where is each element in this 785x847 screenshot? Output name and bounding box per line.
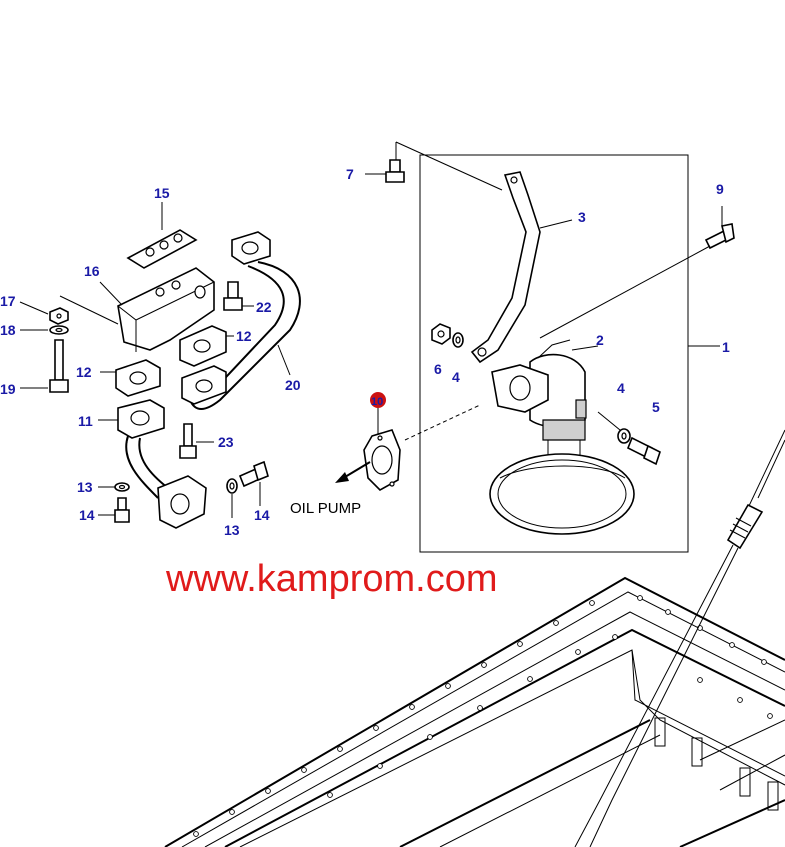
part-label-5: 5 — [652, 399, 660, 415]
part-label-10-highlight — [370, 392, 386, 408]
part-label-14b: 14 — [254, 507, 270, 523]
oil-pump-annotation: OIL PUMP — [290, 500, 361, 517]
part-label-18: 18 — [0, 322, 16, 338]
bracket-16 — [99, 267, 215, 352]
pipe-11 — [98, 399, 207, 529]
bolt-stack-17-19 — [19, 295, 119, 393]
part-label-13a: 13 — [77, 479, 93, 495]
part-label-2: 2 — [596, 332, 604, 348]
gasket-15 — [126, 202, 198, 269]
oil-pan — [164, 576, 785, 847]
part-label-4b: 4 — [617, 380, 625, 396]
stay-bracket — [470, 171, 573, 364]
watermark-url: www.kamprom.com — [165, 558, 498, 600]
oil-pump-arrow — [335, 461, 371, 483]
part-label-4a: 4 — [452, 369, 460, 385]
dipstick-rod — [574, 429, 785, 847]
washer-nut-left — [431, 323, 464, 348]
bolt-washer-right — [597, 411, 661, 466]
part-label-16: 16 — [84, 263, 100, 279]
gasket-10 — [363, 404, 481, 491]
bolt-7 — [365, 159, 405, 183]
bolt-9 — [539, 206, 735, 339]
part-label-19: 19 — [0, 381, 16, 397]
part-label-20: 20 — [285, 377, 301, 393]
part-label-12a: 12 — [236, 328, 252, 344]
part-label-3: 3 — [578, 209, 586, 225]
part-label-23: 23 — [218, 434, 234, 450]
bolt-23 — [179, 423, 214, 459]
part-label-1: 1 — [722, 339, 730, 355]
part-label-12b: 12 — [76, 364, 92, 380]
part-label-10: 10 — [371, 396, 383, 408]
bolt-22 — [223, 281, 254, 311]
part-label-7: 7 — [346, 166, 354, 182]
flange-12-upper — [179, 325, 234, 367]
flange-12-lower — [100, 359, 161, 397]
part-label-11: 11 — [78, 413, 93, 429]
part-label-17: 17 — [0, 293, 16, 309]
part-label-13b: 13 — [224, 522, 240, 538]
part-label-9: 9 — [716, 181, 724, 197]
pipe-20 — [181, 231, 301, 410]
part-label-6: 6 — [434, 361, 442, 377]
strainer-pipe — [489, 339, 635, 535]
part-label-15: 15 — [154, 185, 170, 201]
part-label-22: 22 — [256, 299, 272, 315]
part-label-14a: 14 — [79, 507, 95, 523]
washer-bolt-13-14-left — [98, 482, 130, 523]
washer-bolt-13-14-right — [226, 460, 269, 518]
